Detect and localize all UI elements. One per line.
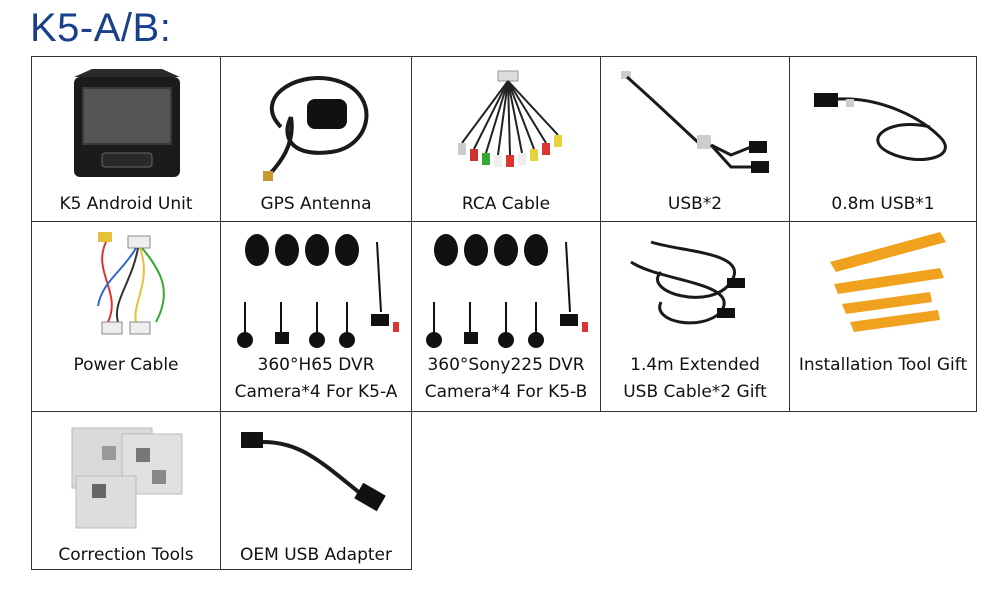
item-sony225-dvr-camera: 360°Sony225 DVR Camera*4 For K5-B [411,221,601,412]
item-label: K5 Android Unit [59,194,193,214]
item-oem-usb-adapter: OEM USB Adapter [220,411,412,570]
item-label: RCA Cable [461,194,551,214]
pry-tools-icon [790,222,976,352]
item-label: GPS Antenna [260,194,372,214]
usb-cable-icon [601,57,789,187]
item-h65-dvr-camera: 360°H65 DVR Camera*4 For K5-A [220,221,412,412]
item-label-line1: 360°H65 DVR [257,355,375,375]
dvr-camera-set-icon [221,222,411,352]
usb-cable-icon [790,57,976,187]
item-installation-tool: Installation Tool Gift [789,221,977,412]
item-rca-cable: RCA Cable [411,56,601,222]
item-label-line2: Camera*4 For K5-A [234,382,398,402]
item-1-4m-extended-usb: 1.4m Extended USB Cable*2 Gift [600,221,790,412]
item-label: 0.8m USB*1 [831,194,935,214]
usb-extension-cable-icon [601,222,789,352]
item-power-cable: Power Cable [31,221,221,412]
item-label: Power Cable [73,355,179,375]
item-label: Installation Tool Gift [798,355,968,375]
item-usb-2: USB*2 [600,56,790,222]
page-title: K5-A/B: [30,6,172,50]
item-label: OEM USB Adapter [240,545,392,565]
android-head-unit-icon [32,57,220,187]
item-label-line1: 1.4m Extended [630,355,760,375]
item-label-line2: Camera*4 For K5-B [424,382,588,402]
item-label: Correction Tools [58,545,194,565]
item-label-line1: 360°Sony225 DVR [427,355,585,375]
power-cable-icon [32,222,220,352]
item-correction-tools: Correction Tools [31,411,221,570]
item-label: USB*2 [667,194,723,214]
rca-cable-icon [412,57,600,187]
item-label-line2: USB Cable*2 Gift [623,382,767,402]
gps-antenna-icon [221,57,411,187]
item-0-8m-usb: 0.8m USB*1 [789,56,977,222]
dvr-camera-set-icon [412,222,600,352]
calibration-cloth-icon [32,412,220,542]
item-gps-antenna: GPS Antenna [220,56,412,222]
item-k5-android-unit: K5 Android Unit [31,56,221,222]
usb-adapter-icon [221,412,411,542]
